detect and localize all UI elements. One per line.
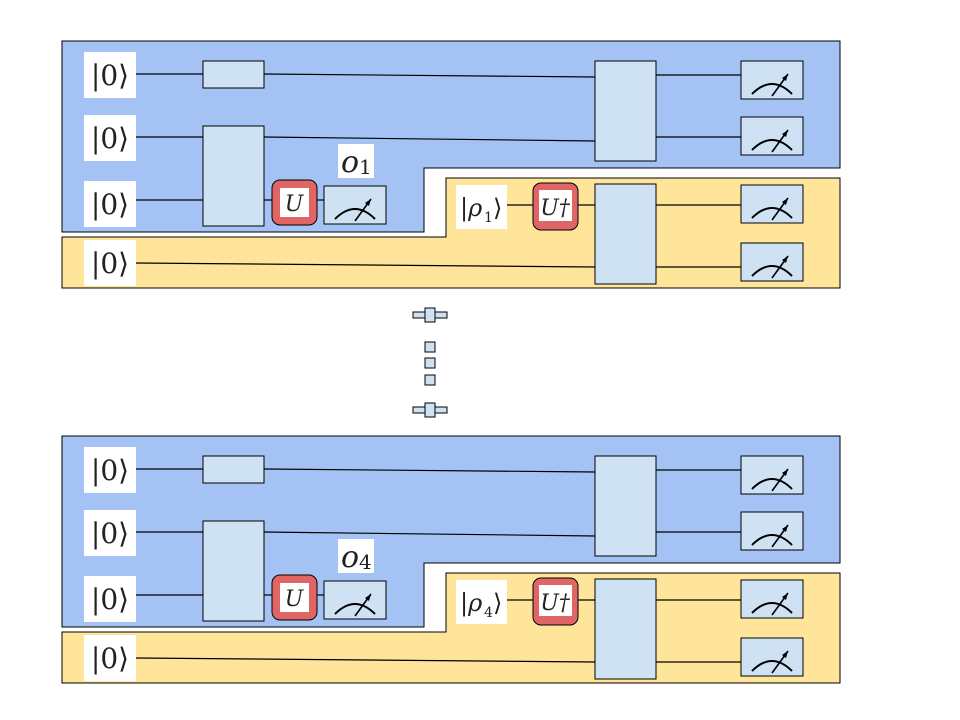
unitary-dagger-gate: U†: [532, 182, 579, 231]
observable-label: o 4: [338, 539, 374, 575]
state-label: |ρ 1 ⟩: [456, 185, 507, 229]
observable-label: o 1: [338, 144, 374, 180]
measurement-meter-icon: [323, 185, 387, 225]
svg-text:|ρ: |ρ: [460, 589, 482, 618]
measurement-meter-icon: [740, 579, 804, 619]
ket-label: |0⟩: [84, 240, 136, 286]
svg-text:|0⟩: |0⟩: [91, 517, 129, 550]
measurement-meter-icon: [740, 242, 804, 282]
svg-text:4: 4: [484, 605, 493, 621]
measurement-meter-icon: [323, 580, 387, 620]
svg-text:1: 1: [359, 155, 372, 179]
svg-text:|0⟩: |0⟩: [91, 583, 129, 616]
svg-text:U: U: [285, 587, 305, 612]
svg-text:U†: U†: [540, 591, 571, 616]
vertical-ellipsis-icon: [412, 307, 448, 418]
ket-label: |0⟩: [84, 510, 136, 556]
svg-text:1: 1: [484, 210, 493, 226]
entangling-gate-top: [594, 60, 657, 162]
ket-label: |0⟩: [84, 115, 136, 161]
svg-text:|0⟩: |0⟩: [91, 454, 129, 487]
entangling-gate-bottom: [594, 183, 657, 285]
svg-text:|ρ: |ρ: [460, 194, 482, 223]
svg-text:|0⟩: |0⟩: [91, 122, 129, 155]
entangling-gate-top: [594, 455, 657, 557]
svg-text:|0⟩: |0⟩: [91, 59, 129, 92]
svg-text:o: o: [341, 145, 359, 180]
measurement-meter-icon: [740, 637, 804, 677]
ket-label: |0⟩: [84, 635, 136, 681]
ket-label: |0⟩: [84, 181, 136, 227]
ket-label: |0⟩: [84, 576, 136, 622]
circuit-panel-2: |0⟩ |0⟩ |0⟩ |0⟩ U U† o: [61, 435, 841, 684]
wires: [135, 468, 741, 663]
svg-text:4: 4: [359, 550, 372, 574]
unitary-gate: U: [271, 179, 318, 226]
wires: [135, 73, 741, 268]
measurement-meter-icon: [740, 60, 804, 100]
two-qubit-gate: [202, 125, 265, 227]
svg-text:U†: U†: [540, 196, 571, 221]
ket-label: |0⟩: [84, 447, 136, 493]
measurement-meter-icon: [740, 116, 804, 156]
measurement-meter-icon: [740, 184, 804, 224]
entangling-gate-bottom: [594, 578, 657, 680]
unitary-dagger-gate: U†: [532, 577, 579, 626]
svg-text:⟩: ⟩: [493, 194, 502, 222]
svg-text:U: U: [285, 192, 305, 217]
circuit-panel-1: |0⟩ |0⟩ |0⟩ |0⟩ U U† o: [61, 40, 841, 289]
svg-text:o: o: [341, 540, 359, 575]
two-qubit-gate: [202, 520, 265, 622]
single-qubit-gate: [202, 60, 265, 89]
unitary-gate: U: [271, 574, 318, 621]
measurement-meter-icon: [740, 511, 804, 551]
measurement-meter-icon: [740, 455, 804, 495]
svg-text:|0⟩: |0⟩: [91, 188, 129, 221]
svg-text:|0⟩: |0⟩: [91, 247, 129, 280]
ket-label: |0⟩: [84, 52, 136, 98]
svg-text:|0⟩: |0⟩: [91, 642, 129, 675]
single-qubit-gate: [202, 455, 265, 484]
svg-text:⟩: ⟩: [493, 589, 502, 617]
state-label: |ρ 4 ⟩: [456, 580, 507, 624]
